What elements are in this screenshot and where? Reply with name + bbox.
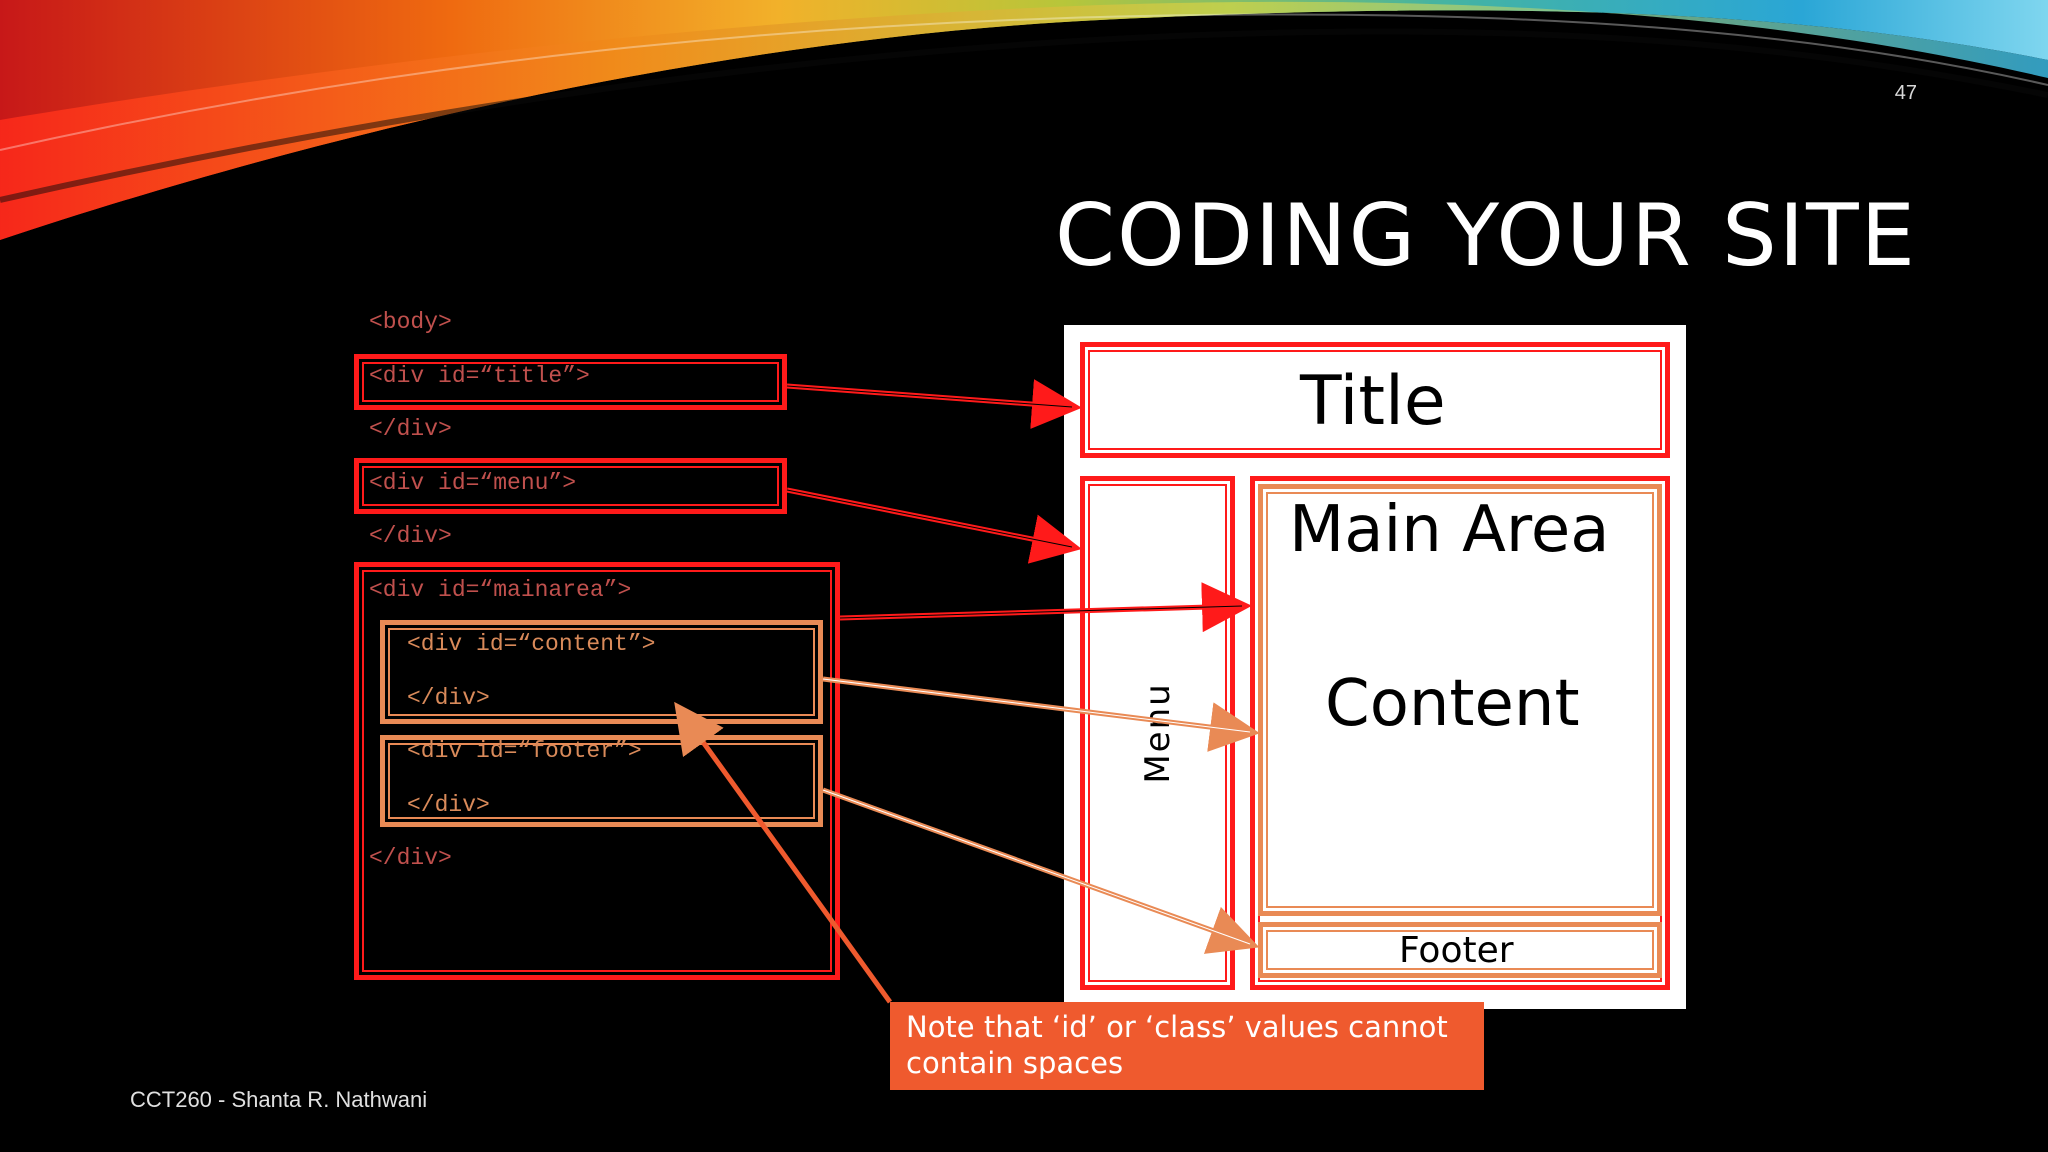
code-body-open: <body> bbox=[369, 309, 452, 335]
code-mainarea-open: <div id=“mainarea”> bbox=[369, 577, 632, 603]
footer-credit: CCT260 - Shanta R. Nathwani bbox=[130, 1087, 428, 1112]
mockup-main-area-label: Main Area bbox=[1289, 493, 1610, 567]
code-title-open: <div id=“title”> bbox=[369, 363, 590, 389]
arrow-menu-to-menu-region bbox=[786, 487, 1082, 564]
mockup-footer-label: Footer bbox=[1399, 930, 1514, 971]
code-content-close: </div> bbox=[407, 685, 490, 711]
code-footer-close: </div> bbox=[407, 792, 490, 818]
menu-div-highlight-box bbox=[354, 458, 787, 514]
rainbow-swoosh-decoration bbox=[0, 0, 2048, 240]
code-mainarea-close: </div> bbox=[369, 845, 452, 871]
code-title-close: </div> bbox=[369, 416, 452, 442]
mockup-content-region bbox=[1258, 484, 1662, 916]
mockup-content-label: Content bbox=[1325, 667, 1580, 741]
slide-title: CODING YOUR SITE bbox=[1054, 186, 1917, 286]
note-callout: Note that ‘id’ or ‘class’ values cannot … bbox=[890, 1002, 1484, 1090]
code-footer-open: <div id=“footer”> bbox=[407, 738, 642, 764]
mockup-menu-label: Menu bbox=[1138, 682, 1178, 784]
mockup-title-region bbox=[1080, 342, 1670, 458]
code-content-open: <div id=“content”> bbox=[407, 631, 656, 657]
content-div-highlight-box bbox=[380, 620, 823, 724]
slide-number: 47 bbox=[1894, 82, 1917, 104]
arrow-title-to-title-region bbox=[786, 379, 1082, 429]
code-menu-close: </div> bbox=[369, 523, 452, 549]
title-div-highlight-box bbox=[354, 354, 787, 410]
mockup-footer-region bbox=[1258, 922, 1662, 978]
mockup-title-label: Title bbox=[1300, 362, 1446, 441]
code-menu-open: <div id=“menu”> bbox=[369, 470, 577, 496]
